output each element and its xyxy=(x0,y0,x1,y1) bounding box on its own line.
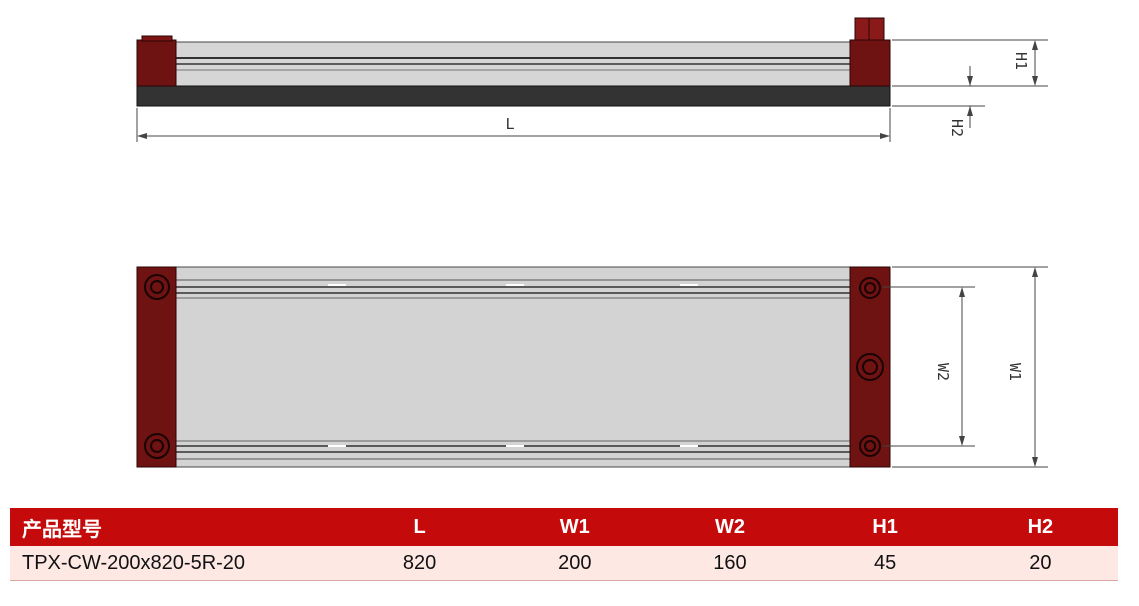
dim-label-H2: H2 xyxy=(948,119,966,137)
arrow-icon xyxy=(967,76,973,86)
cell-model: TPX-CW-200x820-5R-20 xyxy=(10,546,342,581)
dim-label-H1: H1 xyxy=(1012,52,1030,70)
arrow-icon xyxy=(959,287,965,297)
header-W1: W1 xyxy=(497,508,653,546)
cell-W1: 200 xyxy=(497,546,653,581)
cell-W2: 160 xyxy=(652,546,808,581)
arrow-icon xyxy=(1032,267,1038,277)
header-W2: W2 xyxy=(652,508,808,546)
header-L: L xyxy=(342,508,498,546)
header-H2: H2 xyxy=(962,508,1118,546)
header-model: 产品型号 xyxy=(10,508,342,546)
mounting-hole-icon xyxy=(856,353,884,381)
arrow-icon xyxy=(1032,457,1038,467)
left-connector xyxy=(141,35,173,42)
side-view: L H1 H2 xyxy=(136,17,1048,142)
mounting-hole-icon xyxy=(859,277,881,299)
table-header-row: 产品型号 L W1 W2 H1 H2 xyxy=(10,508,1118,546)
mounting-hole-icon xyxy=(144,274,170,300)
dim-label-L: L xyxy=(505,115,514,133)
dimension-drawing: L H1 H2 xyxy=(136,17,1048,468)
side-view-left-end-block xyxy=(136,39,177,87)
arrow-icon xyxy=(137,133,147,139)
mounting-hole-icon xyxy=(859,435,881,457)
side-view-base-plate xyxy=(136,85,891,107)
table-row: TPX-CW-200x820-5R-20 820 200 160 45 20 xyxy=(10,546,1118,581)
header-H1: H1 xyxy=(807,508,963,546)
top-view-rail-body xyxy=(175,266,851,468)
side-view-right-end-block xyxy=(849,39,891,87)
arrow-icon xyxy=(1032,76,1038,86)
arrow-icon xyxy=(880,133,890,139)
cell-H1: 45 xyxy=(807,546,963,581)
mounting-hole-icon xyxy=(144,433,170,459)
arrow-icon xyxy=(959,436,965,446)
spec-table: 产品型号 L W1 W2 H1 H2 TPX-CW-200x820-5R-20 … xyxy=(10,508,1118,581)
dim-label-W2: W2 xyxy=(934,363,952,381)
cell-L: 820 xyxy=(342,546,498,581)
dim-label-W1: W1 xyxy=(1006,363,1024,381)
top-view: W1 W2 xyxy=(136,266,1048,468)
arrow-icon xyxy=(967,106,973,116)
arrow-icon xyxy=(1032,40,1038,50)
top-view-left-end-block xyxy=(136,266,177,468)
cell-H2: 20 xyxy=(962,546,1118,581)
rail-marks xyxy=(328,284,698,447)
